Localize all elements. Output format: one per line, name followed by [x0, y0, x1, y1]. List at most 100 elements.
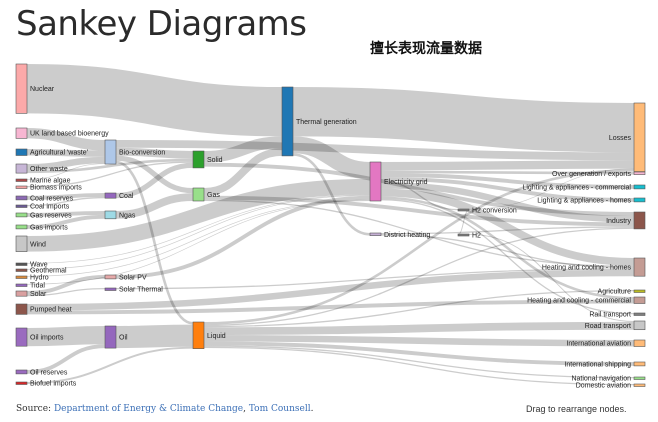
node-bio-conversion[interactable]: Bio-conversion	[104, 139, 165, 165]
node-rect-coal-reserves[interactable]	[15, 195, 28, 201]
node-pumped-heat[interactable]: Pumped heat	[15, 303, 72, 315]
node-rect-light-homes[interactable]	[633, 197, 646, 203]
node-heat-homes[interactable]: Heating and cooling - homes	[542, 257, 646, 277]
node-coal-reserves[interactable]: Coal reserves	[15, 195, 74, 202]
node-rect-agriculture[interactable]	[633, 289, 646, 293]
node-tidal[interactable]: Tidal	[15, 283, 45, 290]
node-oil-reserves[interactable]: Oil reserves	[15, 369, 68, 376]
node-thermal-generation[interactable]: Thermal generation	[281, 86, 357, 157]
source-link-author[interactable]: Tom Counsell	[248, 404, 311, 414]
node-rect-solar[interactable]	[15, 290, 28, 297]
node-rect-tidal[interactable]	[15, 283, 28, 287]
node-rect-electricity-grid[interactable]	[369, 161, 382, 202]
node-rect-wave[interactable]	[15, 262, 28, 266]
node-intl-shipping[interactable]: International shipping	[564, 361, 646, 368]
node-industry[interactable]: Industry	[606, 211, 646, 230]
node-rect-uk-bio[interactable]	[15, 127, 28, 139]
node-rect-other-waste[interactable]	[15, 163, 28, 174]
node-h2-conversion[interactable]: H2 conversion	[457, 207, 517, 214]
node-rect-marine-algae[interactable]	[15, 178, 28, 182]
node-rect-h2-conversion[interactable]	[457, 208, 470, 212]
node-rect-over-gen[interactable]	[633, 171, 646, 175]
node-label-agriculture: Agriculture	[598, 289, 632, 296]
node-rect-geothermal[interactable]	[15, 268, 28, 272]
node-rect-bio-conversion[interactable]	[104, 139, 117, 165]
node-agriculture[interactable]: Agriculture	[598, 289, 646, 296]
node-rect-gas-imports[interactable]	[15, 224, 28, 230]
node-rect-solid[interactable]	[192, 150, 205, 169]
node-rect-oil-imports[interactable]	[15, 327, 28, 347]
source-link-decc[interactable]: Department of Energy & Climate Change	[53, 404, 244, 414]
sankey-diagram[interactable]: Nuclear UK land based bioenergyAgricultur…	[0, 0, 658, 400]
node-rect-biomass-imports[interactable]	[15, 185, 28, 189]
node-national-nav[interactable]: National navigation	[571, 376, 646, 383]
node-electricity-grid[interactable]: Electricity grid	[369, 161, 428, 202]
node-rect-thermal-generation[interactable]	[281, 86, 294, 157]
node-rect-coal[interactable]	[104, 192, 117, 199]
node-biofuel-imports[interactable]: Biofuel imports	[15, 381, 77, 388]
node-light-homes[interactable]: Lighting & appliances - homes	[537, 197, 646, 204]
node-wind[interactable]: Wind	[15, 235, 46, 252]
node-rect-intl-aviation[interactable]	[633, 339, 646, 347]
node-rect-hydro[interactable]	[15, 275, 28, 279]
node-gas[interactable]: Gas	[192, 187, 220, 202]
node-light-comm[interactable]: Lighting & appliances - commercial	[522, 184, 646, 191]
node-rect-wind[interactable]	[15, 235, 28, 252]
node-hydro[interactable]: Hydro	[15, 275, 49, 282]
node-rect-agri-waste[interactable]	[15, 148, 28, 156]
node-liquid[interactable]: Liquid	[192, 321, 226, 349]
node-rect-biofuel-imports[interactable]	[15, 381, 28, 385]
node-rect-gas-reserves[interactable]	[15, 212, 28, 218]
node-ngas[interactable]: Ngas	[104, 210, 136, 220]
node-wave[interactable]: Wave	[15, 262, 48, 269]
node-nuclear[interactable]: Nuclear	[15, 63, 55, 114]
node-oil[interactable]: Oil	[104, 325, 128, 349]
node-h2[interactable]: H2	[457, 232, 481, 239]
node-rect-oil-reserves[interactable]	[15, 369, 28, 375]
node-rect-heat-comm[interactable]	[633, 296, 646, 304]
node-losses[interactable]: Losses	[609, 102, 646, 172]
node-district-heating[interactable]: District heating	[369, 232, 430, 239]
node-road[interactable]: Road transport	[585, 320, 646, 331]
node-rect-heat-homes[interactable]	[633, 257, 646, 277]
node-domestic-aviation[interactable]: Domestic aviation	[576, 383, 646, 390]
node-gas-reserves[interactable]: Gas reserves	[15, 212, 72, 219]
node-rect-rail[interactable]	[633, 312, 646, 316]
node-rect-industry[interactable]	[633, 211, 646, 230]
node-rect-district-heating[interactable]	[369, 232, 382, 236]
node-rect-coal-imports[interactable]	[15, 204, 28, 208]
node-rect-domestic-aviation[interactable]	[633, 383, 646, 387]
node-rect-liquid[interactable]	[192, 321, 205, 349]
node-rect-solar-thermal[interactable]	[104, 287, 117, 291]
node-biomass-imports[interactable]: Biomass imports	[15, 185, 82, 192]
node-coal-imports[interactable]: Coal imports	[15, 204, 70, 211]
node-rect-losses[interactable]	[633, 102, 646, 172]
node-uk-bio[interactable]: UK land based bioenergy	[15, 127, 109, 139]
node-solar[interactable]: Solar	[15, 290, 47, 298]
node-rect-intl-shipping[interactable]	[633, 361, 646, 367]
node-over-gen[interactable]: Over generation / exports	[552, 171, 646, 178]
node-solar-thermal[interactable]: Solar Thermal	[104, 287, 163, 294]
node-coal[interactable]: Coal	[104, 192, 134, 200]
node-rect-light-comm[interactable]	[633, 184, 646, 190]
node-oil-imports[interactable]: Oil imports	[15, 327, 64, 347]
node-rect-h2[interactable]	[457, 233, 470, 237]
node-rect-national-nav[interactable]	[633, 376, 646, 380]
node-gas-imports[interactable]: Gas imports	[15, 224, 68, 231]
node-rect-pumped-heat[interactable]	[15, 303, 28, 315]
node-marine-algae[interactable]: Marine algae	[15, 178, 71, 185]
node-rect-oil[interactable]	[104, 325, 117, 349]
node-solid[interactable]: Solid	[192, 150, 223, 169]
node-rail[interactable]: Rail transport	[589, 312, 646, 319]
node-rect-gas[interactable]	[192, 187, 205, 202]
node-solar-pv[interactable]: Solar PV	[104, 274, 147, 281]
node-intl-aviation[interactable]: International aviation	[566, 339, 646, 348]
node-agri-waste[interactable]: Agricultural 'waste'	[15, 148, 88, 157]
node-other-waste[interactable]: Other waste	[15, 163, 68, 174]
node-rect-ngas[interactable]	[104, 210, 117, 220]
node-rect-road[interactable]	[633, 320, 646, 331]
node-geothermal[interactable]: Geothermal	[15, 268, 67, 275]
node-rect-solar-pv[interactable]	[104, 274, 117, 280]
node-rect-nuclear[interactable]	[15, 63, 28, 114]
node-heat-comm[interactable]: Heating and cooling - commercial	[527, 296, 646, 305]
